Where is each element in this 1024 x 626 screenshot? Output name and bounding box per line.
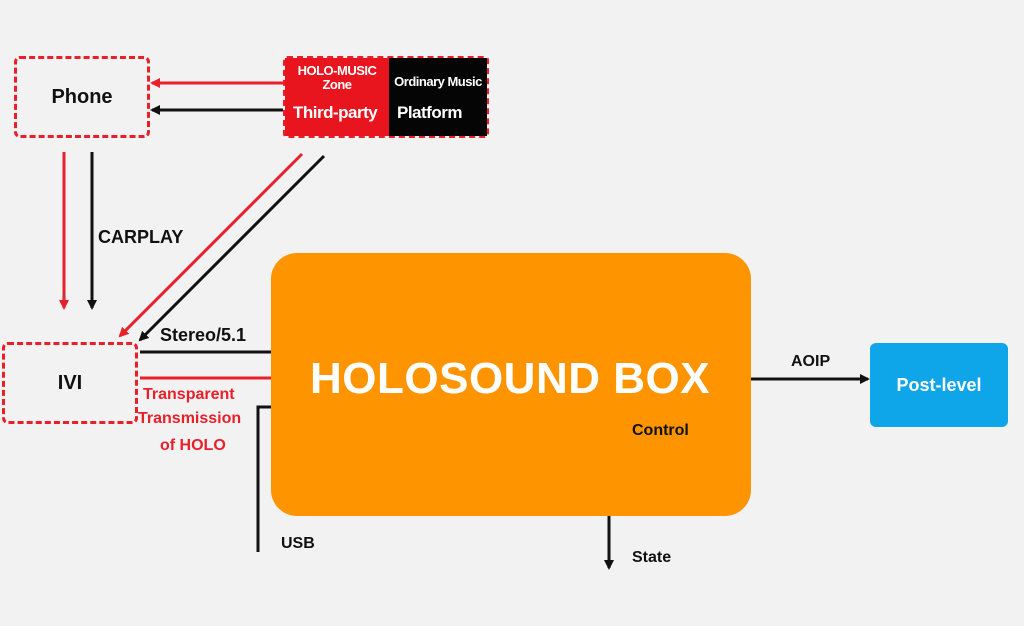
post-level-node: Post-level bbox=[870, 343, 1008, 427]
third-party-label: Third-party bbox=[293, 103, 378, 122]
platform-label: Platform bbox=[397, 103, 462, 122]
arrow-platform-to-ivi-red bbox=[118, 152, 304, 338]
holosound-box-node bbox=[271, 253, 751, 516]
usb-label: USB bbox=[281, 535, 315, 552]
transparent-label-line1: Transparent bbox=[143, 386, 235, 403]
holo-music-zone-label: HOLO-MUSIC Zone bbox=[297, 63, 377, 92]
transparent-label-line3: of HOLO bbox=[160, 437, 226, 454]
transparent-label-line2: Transmission bbox=[138, 410, 242, 427]
arrow-platform-to-ivi-black bbox=[138, 154, 326, 342]
post-level-label: Post-level bbox=[896, 374, 982, 395]
holosound-box-title: HOLOSOUND BOX bbox=[310, 354, 711, 403]
aoip-label: AOIP bbox=[791, 353, 831, 370]
stereo-label: Stereo/5.1 bbox=[160, 325, 247, 345]
carplay-label: CARPLAY bbox=[98, 227, 184, 247]
ivi-node: IVI bbox=[2, 342, 138, 424]
holo-music-zone-segment bbox=[285, 58, 389, 136]
third-party-platform-node: HOLO-MUSIC Zone Ordinary Music Third-par… bbox=[283, 56, 489, 138]
ordinary-music-label: Ordinary Music bbox=[394, 74, 482, 89]
state-label: State bbox=[632, 549, 672, 566]
phone-node: Phone bbox=[14, 56, 150, 138]
ordinary-music-segment bbox=[389, 58, 487, 136]
phone-label: Phone bbox=[51, 85, 113, 108]
control-label: Control bbox=[632, 422, 689, 439]
ivi-label: IVI bbox=[57, 371, 83, 394]
